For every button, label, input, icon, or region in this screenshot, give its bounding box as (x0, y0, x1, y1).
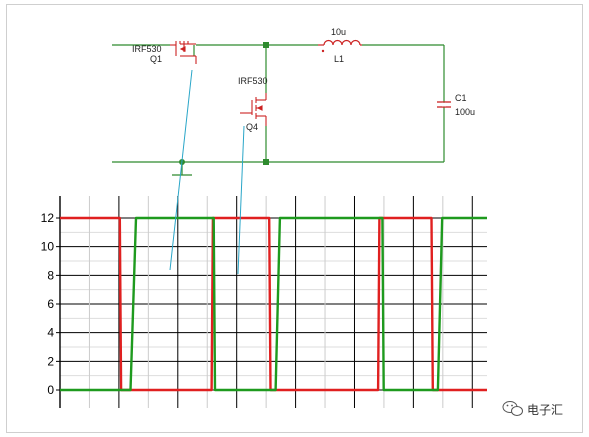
mosfet-q1 (170, 41, 197, 64)
watermark: 电子汇 (502, 401, 563, 417)
schematic: IRF530 Q1 IRF530 Q4 10u L1 (112, 27, 475, 176)
junction-bottom (263, 159, 269, 165)
y-tick-label: 0 (47, 383, 54, 397)
inductor-dot (321, 49, 325, 53)
junction-top (263, 42, 269, 48)
probe-lines (169, 69, 245, 275)
y-tick-label: 2 (47, 354, 54, 368)
q4-part-label: IRF530 (238, 76, 268, 86)
y-tick-label: 8 (47, 268, 54, 282)
wires (112, 44, 445, 176)
y-tick-label: 6 (47, 297, 54, 311)
wechat-icon (502, 401, 523, 416)
y-tick-label: 12 (41, 211, 55, 225)
watermark-text: 电子汇 (527, 403, 563, 417)
inductor-l1 (318, 39, 362, 46)
y-tick-label: 4 (47, 326, 54, 340)
probe-line-q1 (169, 69, 193, 271)
capacitor-c1 (437, 101, 451, 108)
series-line-1 (60, 216, 487, 392)
c1-ref-label: C1 (455, 93, 467, 103)
q4-ref-label: Q4 (246, 122, 258, 132)
chart-series (60, 216, 487, 392)
l1-value-label: 10u (331, 27, 346, 37)
probe-line-q4 (237, 125, 245, 275)
q1-part-label: IRF530 (132, 44, 162, 54)
q1-ref-label: Q1 (150, 54, 162, 64)
capacitor-gap (442, 102, 446, 107)
c1-value-label: 100u (455, 107, 475, 117)
l1-ref-label: L1 (334, 54, 344, 64)
waveform-chart: 0 2 4 6 8 10 12 (41, 69, 487, 408)
series-line-2 (60, 216, 487, 392)
chart-y-ticks: 0 2 4 6 8 10 12 (41, 211, 55, 397)
image-frame (6, 4, 583, 433)
mosfet-q4 (240, 93, 267, 126)
y-tick-label: 10 (41, 240, 55, 254)
